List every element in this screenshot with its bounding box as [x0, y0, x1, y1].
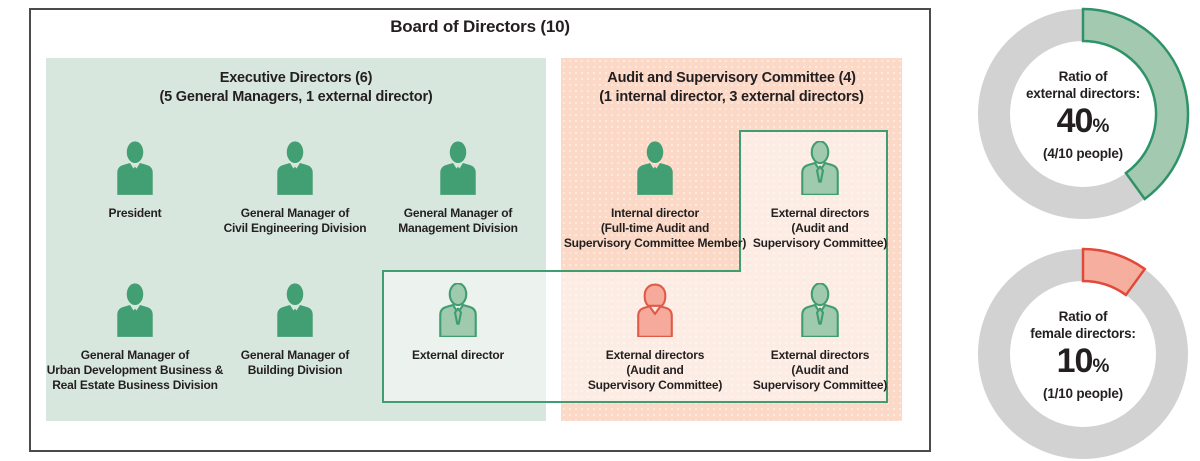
- donut-female-value: 10%: [1056, 341, 1110, 380]
- person-label-gm-building: General Manager of Building Division: [240, 348, 350, 377]
- person-cell-president: President: [35, 141, 235, 221]
- male-filled-person-icon: [117, 141, 153, 195]
- board-title: Board of Directors (10): [390, 17, 570, 36]
- donut-chart-female-directors: Ratio of female directors: 10% (1/10 peo…: [973, 244, 1193, 461]
- male-filled-person-icon: [117, 283, 153, 337]
- person-cell-external-director-audit-1: External directors (Audit and Supervisor…: [720, 141, 920, 251]
- male-outline-person-icon: [801, 141, 839, 195]
- donut-female-label: Ratio of female directors:: [1030, 308, 1136, 341]
- person-label-gm-urban-development: General Manager of Urban Development Bus…: [46, 348, 224, 392]
- person-label-external-director-audit-3: External directors (Audit and Supervisor…: [752, 348, 888, 392]
- person-cell-internal-director-audit: Internal director (Full-time Audit and S…: [555, 141, 755, 251]
- person-label-external-director-audit-1: External directors (Audit and Supervisor…: [752, 206, 888, 250]
- person-label-gm-management: General Manager of Management Division: [398, 206, 518, 235]
- male-filled-person-icon: [637, 141, 673, 195]
- donut-external-value: 40%: [1056, 101, 1110, 140]
- executive-directors-panel: Executive Directors (6) (5 General Manag…: [46, 58, 546, 421]
- person-cell-external-director: External director: [358, 283, 558, 363]
- audit-committee-header: Audit and Supervisory Committee (4) (1 i…: [561, 69, 902, 107]
- donut-external-sub-label: (4/10 people): [1043, 145, 1123, 161]
- male-filled-person-icon: [440, 141, 476, 195]
- male-filled-person-icon: [277, 141, 313, 195]
- donut-ring: [978, 247, 1188, 459]
- person-label-external-director: External director: [412, 348, 504, 362]
- donut-female-sub-label: (1/10 people): [1043, 385, 1123, 401]
- person-label-gm-civil-engineering: General Manager of Civil Engineering Div…: [223, 206, 367, 235]
- person-label-internal-director-audit: Internal director (Full-time Audit and S…: [563, 206, 747, 250]
- donut-external-label: Ratio of external directors:: [1026, 68, 1140, 101]
- executive-directors-subtitle: (5 General Managers, 1 external director…: [159, 89, 433, 105]
- executive-directors-header: Executive Directors (6) (5 General Manag…: [46, 69, 546, 107]
- person-cell-external-director-audit-2: External directors (Audit and Supervisor…: [555, 283, 755, 393]
- person-cell-external-director-audit-3: External directors (Audit and Supervisor…: [720, 283, 920, 393]
- person-label-president: President: [108, 206, 162, 220]
- person-cell-gm-civil-engineering: General Manager of Civil Engineering Div…: [195, 141, 395, 236]
- donut-ring: [978, 7, 1190, 219]
- person-cell-gm-management: General Manager of Management Division: [358, 141, 558, 236]
- donut-chart-external-directors: Ratio of external directors: 40% (4/10 p…: [973, 4, 1193, 224]
- audit-committee-subtitle: (1 internal director, 3 external directo…: [599, 89, 864, 105]
- male-outline-person-icon: [801, 283, 839, 337]
- donut-female-text: Ratio of female directors: 10% (1/10 peo…: [973, 244, 1193, 461]
- executive-directors-title: Executive Directors (6): [219, 70, 373, 86]
- person-label-external-director-audit-2: External directors (Audit and Supervisor…: [587, 348, 723, 392]
- donut-external-text: Ratio of external directors: 40% (4/10 p…: [973, 4, 1193, 224]
- person-cell-gm-building: General Manager of Building Division: [195, 283, 395, 378]
- person-cell-gm-urban-development: General Manager of Urban Development Bus…: [35, 283, 235, 393]
- male-outline-person-icon: [439, 283, 477, 337]
- audit-committee-title: Audit and Supervisory Committee (4): [607, 70, 856, 86]
- male-filled-person-icon: [277, 283, 313, 337]
- female-outline-person-icon: [637, 283, 673, 337]
